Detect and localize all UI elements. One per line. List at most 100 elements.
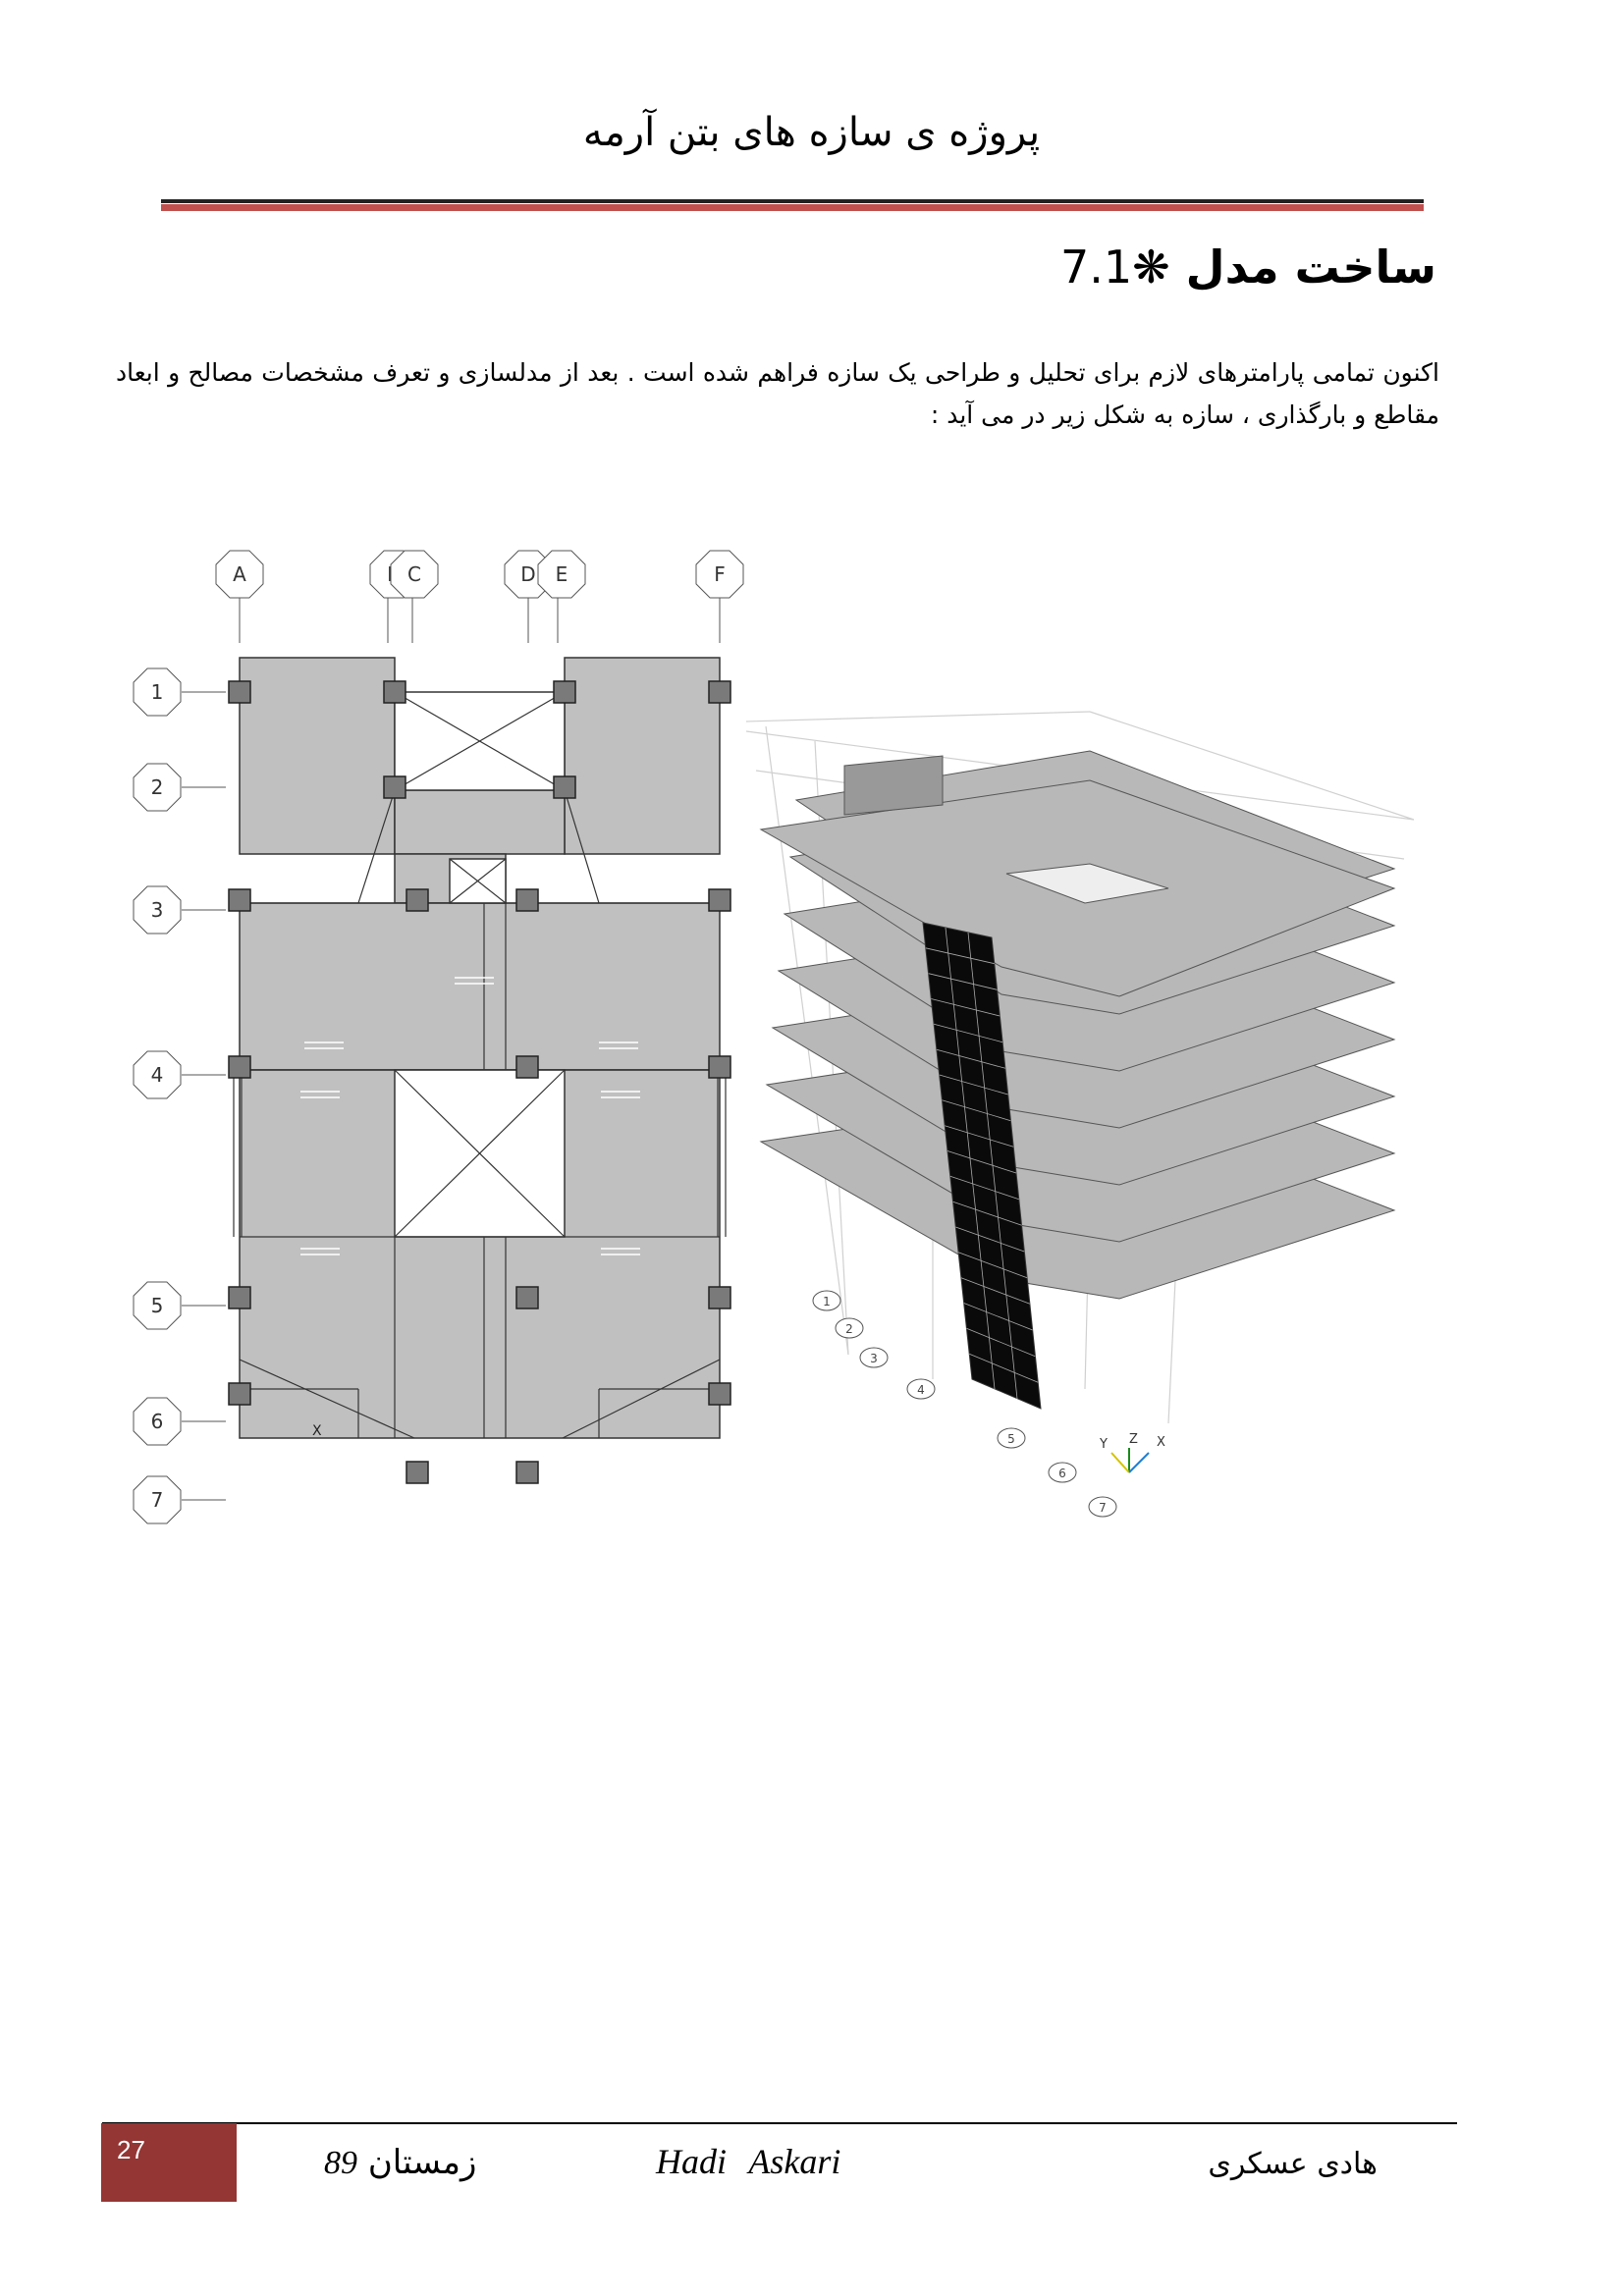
footer-author-fa: هادی عسکری	[1208, 2147, 1378, 2181]
model-wall-grid	[967, 932, 1018, 1400]
model-row-bubble	[1088, 1496, 1117, 1518]
plan-column	[515, 1286, 539, 1309]
model-wall-grid	[936, 1048, 1006, 1069]
model-wall-grid	[942, 1099, 1011, 1122]
plan-x-axis-label: X	[312, 1423, 322, 1439]
model-row-bubble	[835, 1317, 864, 1339]
plan-grid-bubble	[133, 1475, 182, 1524]
plan-column	[228, 1382, 251, 1406]
model-wall-grid	[925, 947, 995, 965]
model-wall-grid	[955, 1226, 1025, 1253]
model-wall-grid	[969, 1353, 1039, 1383]
plan-grid-bubble	[133, 667, 182, 717]
plan-grid-bubble	[215, 550, 264, 599]
model-frame-line	[745, 711, 1091, 722]
floor-plan: ABCDEF1234567 X	[133, 550, 744, 1524]
model-wall-grid	[933, 1023, 1003, 1043]
model-wall-grid	[949, 1175, 1019, 1201]
model-wall-grid	[947, 1150, 1017, 1174]
model-row-label: 6	[1058, 1467, 1066, 1480]
plan-slab-top-left	[239, 657, 396, 855]
section-title: ساخت مدل	[1185, 240, 1436, 294]
plan-grid-label: A	[233, 562, 246, 586]
plan-grid-label: 7	[151, 1488, 164, 1512]
plan-slab-top-right	[564, 657, 721, 855]
plan-grid-bubble	[695, 550, 744, 599]
plan-column	[708, 1286, 731, 1309]
plan-span-arrow	[599, 1041, 638, 1049]
plan-grid-bubble	[133, 1397, 182, 1446]
model-axis-y	[1110, 1452, 1130, 1473]
page-number: 27	[117, 2135, 145, 2164]
page-number-box: 27	[101, 2123, 237, 2202]
model-wall-grid	[952, 1201, 1022, 1226]
plan-grid-bubble	[133, 1050, 182, 1099]
plan-beam-line	[394, 1069, 566, 1238]
model-row-bubble	[812, 1290, 841, 1311]
header-rule-red	[161, 204, 1424, 211]
model-row-label: 7	[1099, 1501, 1107, 1515]
plan-beam-line	[357, 789, 396, 904]
plan-column	[515, 1461, 539, 1484]
plan-beam-line	[239, 1359, 415, 1439]
plan-column	[515, 1055, 539, 1079]
footer-year: 89	[324, 2145, 357, 2181]
plan-column	[708, 888, 731, 912]
plan-span-arrow	[601, 1248, 640, 1255]
plan-column	[553, 775, 576, 799]
model-roof-opening	[1005, 863, 1169, 904]
model-wall-grid	[945, 1125, 1014, 1148]
plan-column	[708, 1382, 731, 1406]
plan-span-arrow	[304, 1041, 344, 1049]
plan-beam-line	[394, 691, 566, 791]
plan-grid-label: F	[714, 562, 726, 586]
body-paragraph: اکنون تمامی پارامترهای لازم برای تحلیل و…	[116, 358, 1439, 429]
section-heading: ساخت مدل ❋7.1	[1060, 240, 1436, 294]
header-title: پروژه ی سازه های بتن آرمه	[582, 110, 1041, 155]
plan-grid-label: C	[407, 562, 421, 586]
plan-grid-bubble	[133, 763, 182, 812]
model-wall-grid	[960, 1277, 1031, 1305]
model-row-bubble	[906, 1378, 936, 1400]
plan-column	[708, 1055, 731, 1079]
plan-column	[228, 888, 251, 912]
model-row-bubble	[859, 1347, 889, 1368]
plan-grid-label: E	[556, 562, 568, 586]
plan-column	[383, 680, 406, 704]
model-wall-grid	[945, 927, 996, 1390]
model-row-label: 2	[845, 1322, 853, 1336]
plan-beam-line	[562, 1359, 721, 1439]
model-axis-label: Y	[1099, 1437, 1108, 1452]
asterisk-icon: ❋	[1132, 240, 1170, 294]
model-wall-grid	[957, 1252, 1028, 1279]
footer-season: زمستان	[367, 2143, 477, 2182]
model-row-label: 5	[1007, 1432, 1015, 1446]
model-row-bubble	[1048, 1462, 1077, 1483]
plan-grid-bubble	[133, 885, 182, 934]
model-wall-grid	[939, 1074, 1008, 1095]
model-frame-line	[1089, 711, 1415, 821]
plan-grid-bubble	[537, 550, 586, 599]
model-wall-grid	[931, 998, 1001, 1017]
plan-slab-mid	[239, 902, 721, 1071]
plan-span-arrow	[601, 1091, 640, 1098]
section-number: 7.1	[1059, 240, 1133, 294]
plan-column	[228, 680, 251, 704]
model-axis-label: X	[1157, 1435, 1165, 1450]
plan-span-arrow	[300, 1091, 340, 1098]
plan-grid-label: 1	[151, 680, 164, 704]
plan-beam-line	[564, 789, 600, 904]
plan-grid-bubble	[133, 1281, 182, 1330]
model-row-bubble	[997, 1427, 1026, 1449]
plan-grid-label: 6	[151, 1410, 164, 1433]
header-rule-dark	[161, 199, 1424, 203]
model-axis-x	[1128, 1452, 1150, 1473]
footer-date: زمستان 89	[324, 2143, 476, 2182]
plan-grid-label: D	[520, 562, 535, 586]
plan-grid-bubble	[390, 550, 439, 599]
plan-span-arrow	[455, 977, 494, 985]
plan-column	[228, 1286, 251, 1309]
plan-column	[228, 1055, 251, 1079]
plan-column	[406, 1461, 429, 1484]
